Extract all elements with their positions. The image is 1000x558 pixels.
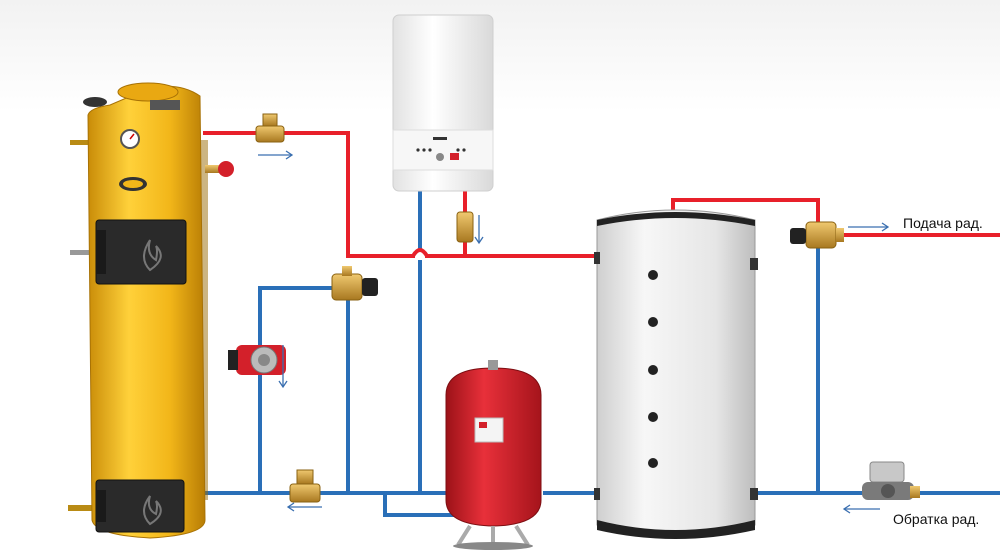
flow-arrow-icon xyxy=(278,345,288,389)
pipe-crossover xyxy=(411,248,429,258)
vessel-label-plate xyxy=(474,417,504,443)
check-valve-icon xyxy=(456,211,474,243)
flame-icon xyxy=(143,495,162,526)
buffer-tank xyxy=(594,209,758,539)
boiler-mixing-valve xyxy=(331,266,378,301)
three-way-valve-icon xyxy=(805,221,837,249)
vessel-stand xyxy=(456,524,530,547)
solid-fuel-boiler xyxy=(68,82,234,539)
flow-arrow-icon xyxy=(842,504,880,514)
safety-valve-icon xyxy=(218,161,234,177)
return-label: Обратка рад. xyxy=(893,511,980,527)
expansion-vessel xyxy=(445,360,542,550)
sensor-port-icon xyxy=(648,458,658,468)
sensor-port-icon xyxy=(648,365,658,375)
flame-icon xyxy=(143,239,162,272)
circulation-pump-icon xyxy=(881,484,895,498)
electric-boiler xyxy=(392,14,494,192)
electric-boiler-valve xyxy=(456,211,474,243)
sensor-port-icon xyxy=(648,270,658,280)
sensor-port-icon xyxy=(648,317,658,327)
flow-arrow-icon xyxy=(286,502,322,512)
supply-label: Подача рад. xyxy=(903,215,983,231)
dial-icon xyxy=(436,153,444,161)
upper-boiler-door xyxy=(95,219,187,285)
lower-boiler-door xyxy=(95,479,185,533)
flow-arrow-icon xyxy=(848,222,890,232)
flow-arrows xyxy=(258,150,890,514)
boiler-outlet-valve xyxy=(255,113,285,143)
radiator-mixing-valve xyxy=(790,221,844,249)
ball-valve-icon xyxy=(296,469,314,485)
radiator-circulation-pump xyxy=(862,461,920,500)
hot-pipes xyxy=(203,131,1000,258)
return-valve xyxy=(289,469,321,503)
sensor-port-icon xyxy=(648,412,658,422)
flow-arrow-icon xyxy=(474,215,484,245)
boiler-circulation-pump xyxy=(228,345,286,375)
flow-arrow-icon xyxy=(258,150,294,160)
three-way-valve-icon xyxy=(331,273,363,301)
brand-logo xyxy=(433,137,447,140)
ball-valve-icon xyxy=(262,113,278,127)
display-icon xyxy=(450,153,459,160)
